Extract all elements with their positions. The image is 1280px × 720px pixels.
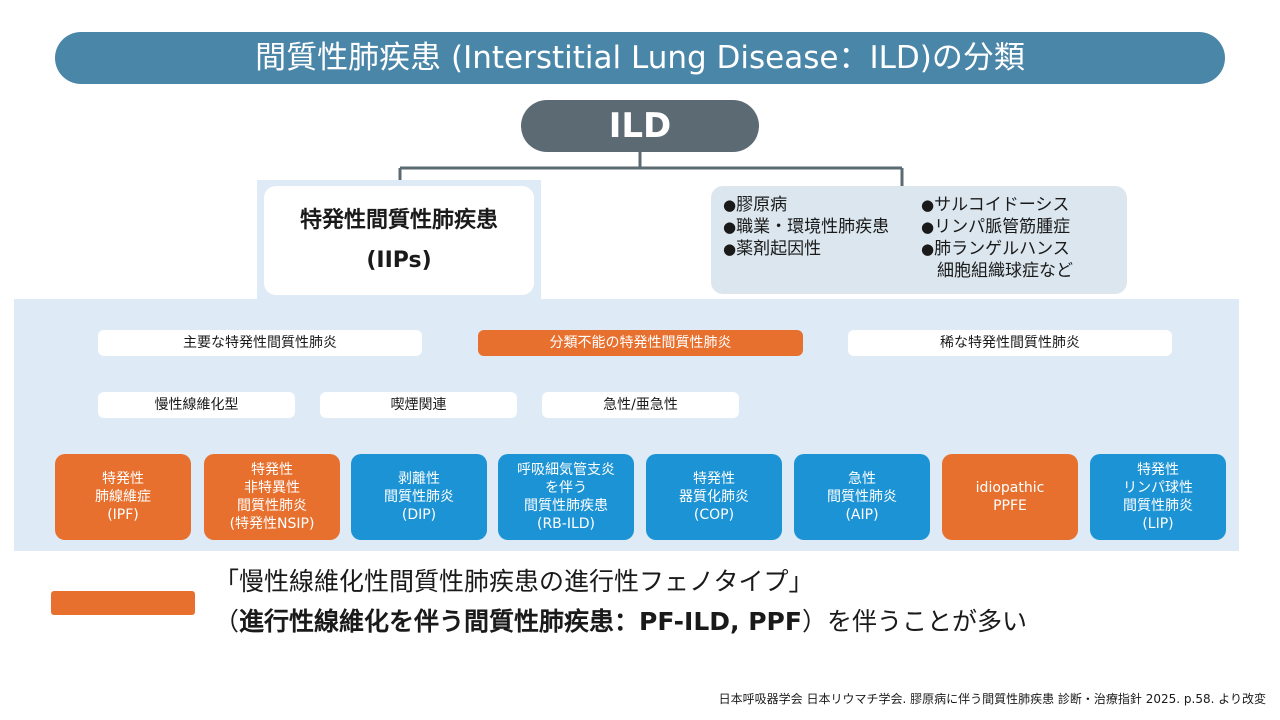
secondary-ild-node: ●膠原病 ●職業・環境性肺疾患 ●薬剤起因性 ●サルコイドーシス ●リンパ脈管筋… (711, 186, 1127, 294)
leaf-lip: 特発性リンパ球性間質性肺炎(LIP) (1090, 454, 1226, 540)
secondary-ild-list-right: ●サルコイドーシス ●リンパ脈管筋腫症 ●肺ランゲルハンス 細胞組織球症など (921, 194, 1073, 282)
leaf-cop: 特発性器質化肺炎(COP) (646, 454, 782, 540)
list-item: ●サルコイドーシス (921, 195, 1070, 215)
list-item: ●職業・環境性肺疾患 (723, 217, 890, 237)
legend-text-line2: （進行性線維化を伴う間質性肺疾患：PF-ILD, PPF）を伴うことが多い (214, 607, 1027, 636)
citation-footnote: 日本呼吸器学会 日本リウマチ学会. 膠原病に伴う間質性肺疾患 診断・治療指針 2… (718, 692, 1266, 706)
group-unclassifiable: 分類不能の特発性間質性肺炎 (478, 330, 803, 356)
list-item: ●膠原病 (723, 195, 788, 215)
list-item: ●薬剤起因性 (723, 239, 822, 259)
leaf-dip: 剥離性間質性肺炎(DIP) (351, 454, 487, 540)
group-major: 主要な特発性間質性肺炎 (98, 330, 422, 356)
leaf-rb-ild: 呼吸細気管支炎を伴う間質性肺疾患(RB-ILD) (498, 454, 634, 540)
subgroup-smoking-related: 喫煙関連 (320, 392, 517, 418)
list-item: ●肺ランゲルハンス (921, 239, 1070, 259)
iips-abbrev: (IIPs) (366, 248, 432, 273)
legend-swatch-orange (51, 591, 195, 615)
leaf-aip: 急性間質性肺炎(AIP) (794, 454, 930, 540)
list-item-continuation: 細胞組織球症など (937, 261, 1073, 281)
group-rare: 稀な特発性間質性肺炎 (848, 330, 1172, 356)
subgroup-chronic-fibrosing: 慢性線維化型 (98, 392, 295, 418)
list-item: ●リンパ脈管筋腫症 (921, 217, 1071, 237)
subgroup-acute-subacute: 急性/亜急性 (542, 392, 739, 418)
secondary-ild-list-left: ●膠原病 ●職業・環境性肺疾患 ●薬剤起因性 (723, 194, 889, 260)
leaf-nsip: 特発性非特異性間質性肺炎(特発性NSIP) (204, 454, 340, 540)
page-title: 間質性肺疾患 (Interstitial Lung Disease：ILD)の分… (55, 32, 1225, 84)
iips-node: 特発性間質性肺疾患 (IIPs) (264, 186, 534, 295)
legend-text-line1: 「慢性線維化性間質性肺疾患の進行性フェノタイプ」 (214, 567, 814, 596)
iips-label: 特発性間質性肺疾患 (299, 208, 498, 233)
leaf-ipf: 特発性肺線維症(IPF) (55, 454, 191, 540)
ild-root-node: ILD (521, 100, 759, 152)
